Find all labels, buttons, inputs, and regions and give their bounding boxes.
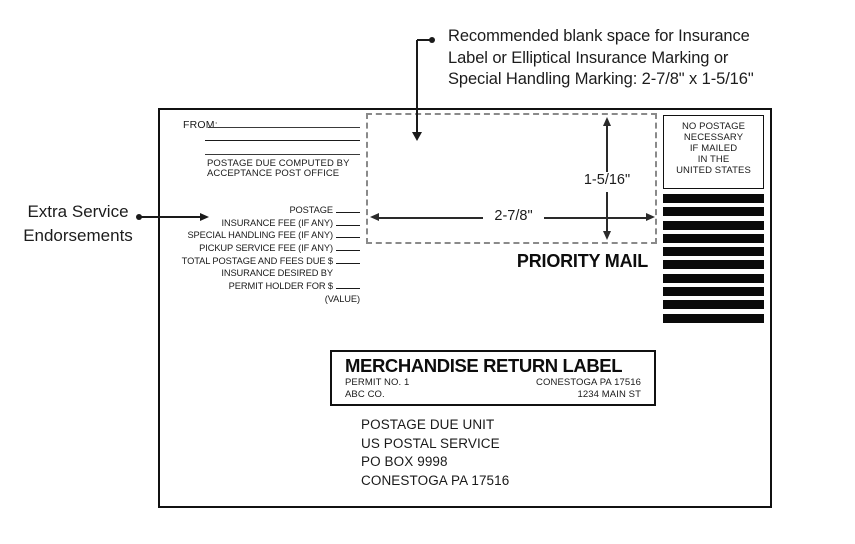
fee-label: POSTAGE [289, 205, 333, 215]
fee-label: TOTAL POSTAGE AND FEES DUE $ [181, 255, 333, 266]
merchandise-return-label-title: MERCHANDISE RETURN LABEL [345, 355, 623, 376]
dimension-arrow-left-icon [370, 213, 379, 221]
address-line: PO BOX 9998 [361, 454, 448, 470]
height-dimension-label: 1-5/16" [583, 172, 631, 188]
extra-service-line2: Endorsements [23, 226, 133, 245]
postage-bar [663, 233, 764, 243]
address-line: POSTAGE DUE UNIT [361, 417, 495, 432]
permit-row: PERMIT NO. 1 CONESTOGA PA 17516 [345, 377, 641, 389]
fee-blank-line [336, 256, 360, 264]
fee-blank-line [336, 243, 360, 252]
annotation-line: Label or Elliptical Insurance Marking or [448, 48, 729, 67]
postage-bar [663, 287, 764, 297]
fee-blank-line [336, 218, 360, 226]
annotation-line: Special Handling Marking: 2-7/8" x 1-5/1… [448, 70, 754, 88]
dimension-line-horizontal [544, 216, 646, 219]
fee-row-pickup: PICKUP SERVICE FEE (IF ANY) [180, 242, 360, 255]
width-dimension-label: 2-7/8" [494, 208, 533, 224]
postage-bars [663, 194, 764, 323]
recommended-blank-space-box [366, 113, 657, 244]
fee-row-value: (VALUE) [180, 293, 360, 306]
from-label: FROM: [183, 119, 218, 131]
postage-due-note-line1: POSTAGE DUE COMPUTED BY [207, 158, 350, 169]
address-line: US POSTAL SERVICE [361, 435, 500, 451]
fee-label: SPECIAL HANDLING FEE (IF ANY) [187, 230, 333, 241]
dimension-line-horizontal [378, 216, 483, 219]
from-address-line [205, 154, 360, 155]
no-postage-line: UNITED STATES [676, 165, 751, 176]
delivery-address: POSTAGE DUE UNIT US POSTAL SERVICE PO BO… [361, 416, 509, 490]
no-postage-line: NECESSARY [683, 132, 744, 143]
fee-label: PICKUP SERVICE FEE (IF ANY) [199, 243, 333, 254]
postage-bar [663, 220, 764, 230]
no-postage-line: IN THE [697, 154, 730, 165]
dimension-arrow-down-icon [602, 231, 611, 240]
from-address-line [208, 127, 360, 128]
extra-service-endorsements-label: Extra Service Endorsements [10, 200, 146, 248]
postage-bar [663, 260, 764, 270]
fee-row-special-handling: SPECIAL HANDLING FEE (IF ANY) [180, 229, 360, 242]
annotation-bullet-icon [429, 37, 435, 43]
postage-bar [663, 207, 764, 217]
fee-row-permit-holder: PERMIT HOLDER FOR $ [180, 280, 360, 293]
dimension-line-vertical [606, 192, 608, 232]
extra-service-arrow-right-icon [200, 212, 209, 221]
permit-no: PERMIT NO. 1 [345, 377, 410, 388]
annotation-arrow-down-icon [412, 132, 422, 141]
envelope-outline: FROM: POSTAGE DUE COMPUTED BY ACCEPTANCE… [158, 108, 772, 508]
fee-row-postage: POSTAGE [180, 204, 360, 217]
annotation-line: Recommended blank space for Insurance [448, 27, 750, 45]
priority-mail-marking: PRIORITY MAIL [516, 251, 648, 271]
from-address-line [205, 140, 360, 141]
fee-blank-line [336, 205, 360, 213]
dimension-line-vertical [606, 125, 608, 172]
postage-bar [663, 313, 764, 323]
fee-blank-line [336, 281, 360, 290]
no-postage-line: IF MAILED [689, 143, 738, 154]
extra-service-bullet-icon [136, 214, 142, 220]
company-name: ABC CO. [345, 388, 385, 400]
permit-city: CONESTOGA PA 17516 [536, 377, 641, 388]
fee-label: PERMIT HOLDER FOR $ [228, 281, 333, 292]
postage-bar [663, 194, 764, 203]
fee-row-insurance: INSURANCE FEE (IF ANY) [180, 217, 360, 230]
postage-bar [663, 247, 764, 257]
no-postage-box: NO POSTAGE NECESSARY IF MAILED IN THE UN… [663, 115, 764, 189]
fee-blank-line [336, 230, 360, 239]
company-street: 1234 MAIN ST [577, 388, 641, 400]
fee-label: INSURANCE DESIRED BY [221, 268, 333, 279]
no-postage-line: NO POSTAGE [681, 121, 746, 132]
fee-row-total: TOTAL POSTAGE AND FEES DUE $ [180, 255, 360, 268]
postage-bar [663, 273, 764, 283]
fee-list: POSTAGE INSURANCE FEE (IF ANY) SPECIAL H… [180, 204, 360, 306]
postage-due-note-line2: ACCEPTANCE POST OFFICE [207, 168, 340, 180]
dimension-arrow-right-icon [646, 213, 655, 221]
annotation-note: Recommended blank space for Insurance La… [448, 26, 778, 91]
fee-label: (VALUE) [324, 293, 360, 304]
postage-bar [663, 300, 764, 310]
postage-due-note: POSTAGE DUE COMPUTED BY ACCEPTANCE POST … [207, 158, 350, 180]
annotation-connector-line [417, 39, 431, 41]
address-line: CONESTOGA PA 17516 [361, 472, 510, 488]
dimension-arrow-up-icon [602, 117, 611, 126]
extra-service-connector-line [140, 216, 201, 218]
company-row: ABC CO. 1234 MAIN ST [345, 389, 641, 401]
annotation-connector-line [416, 40, 418, 133]
extra-service-line1: Extra Service [27, 202, 129, 221]
fee-label: INSURANCE FEE (IF ANY) [221, 217, 334, 228]
fee-row-insurance-desired: INSURANCE DESIRED BY [180, 267, 360, 280]
merchandise-return-label-box: MERCHANDISE RETURN LABEL PERMIT NO. 1 CO… [330, 350, 656, 406]
